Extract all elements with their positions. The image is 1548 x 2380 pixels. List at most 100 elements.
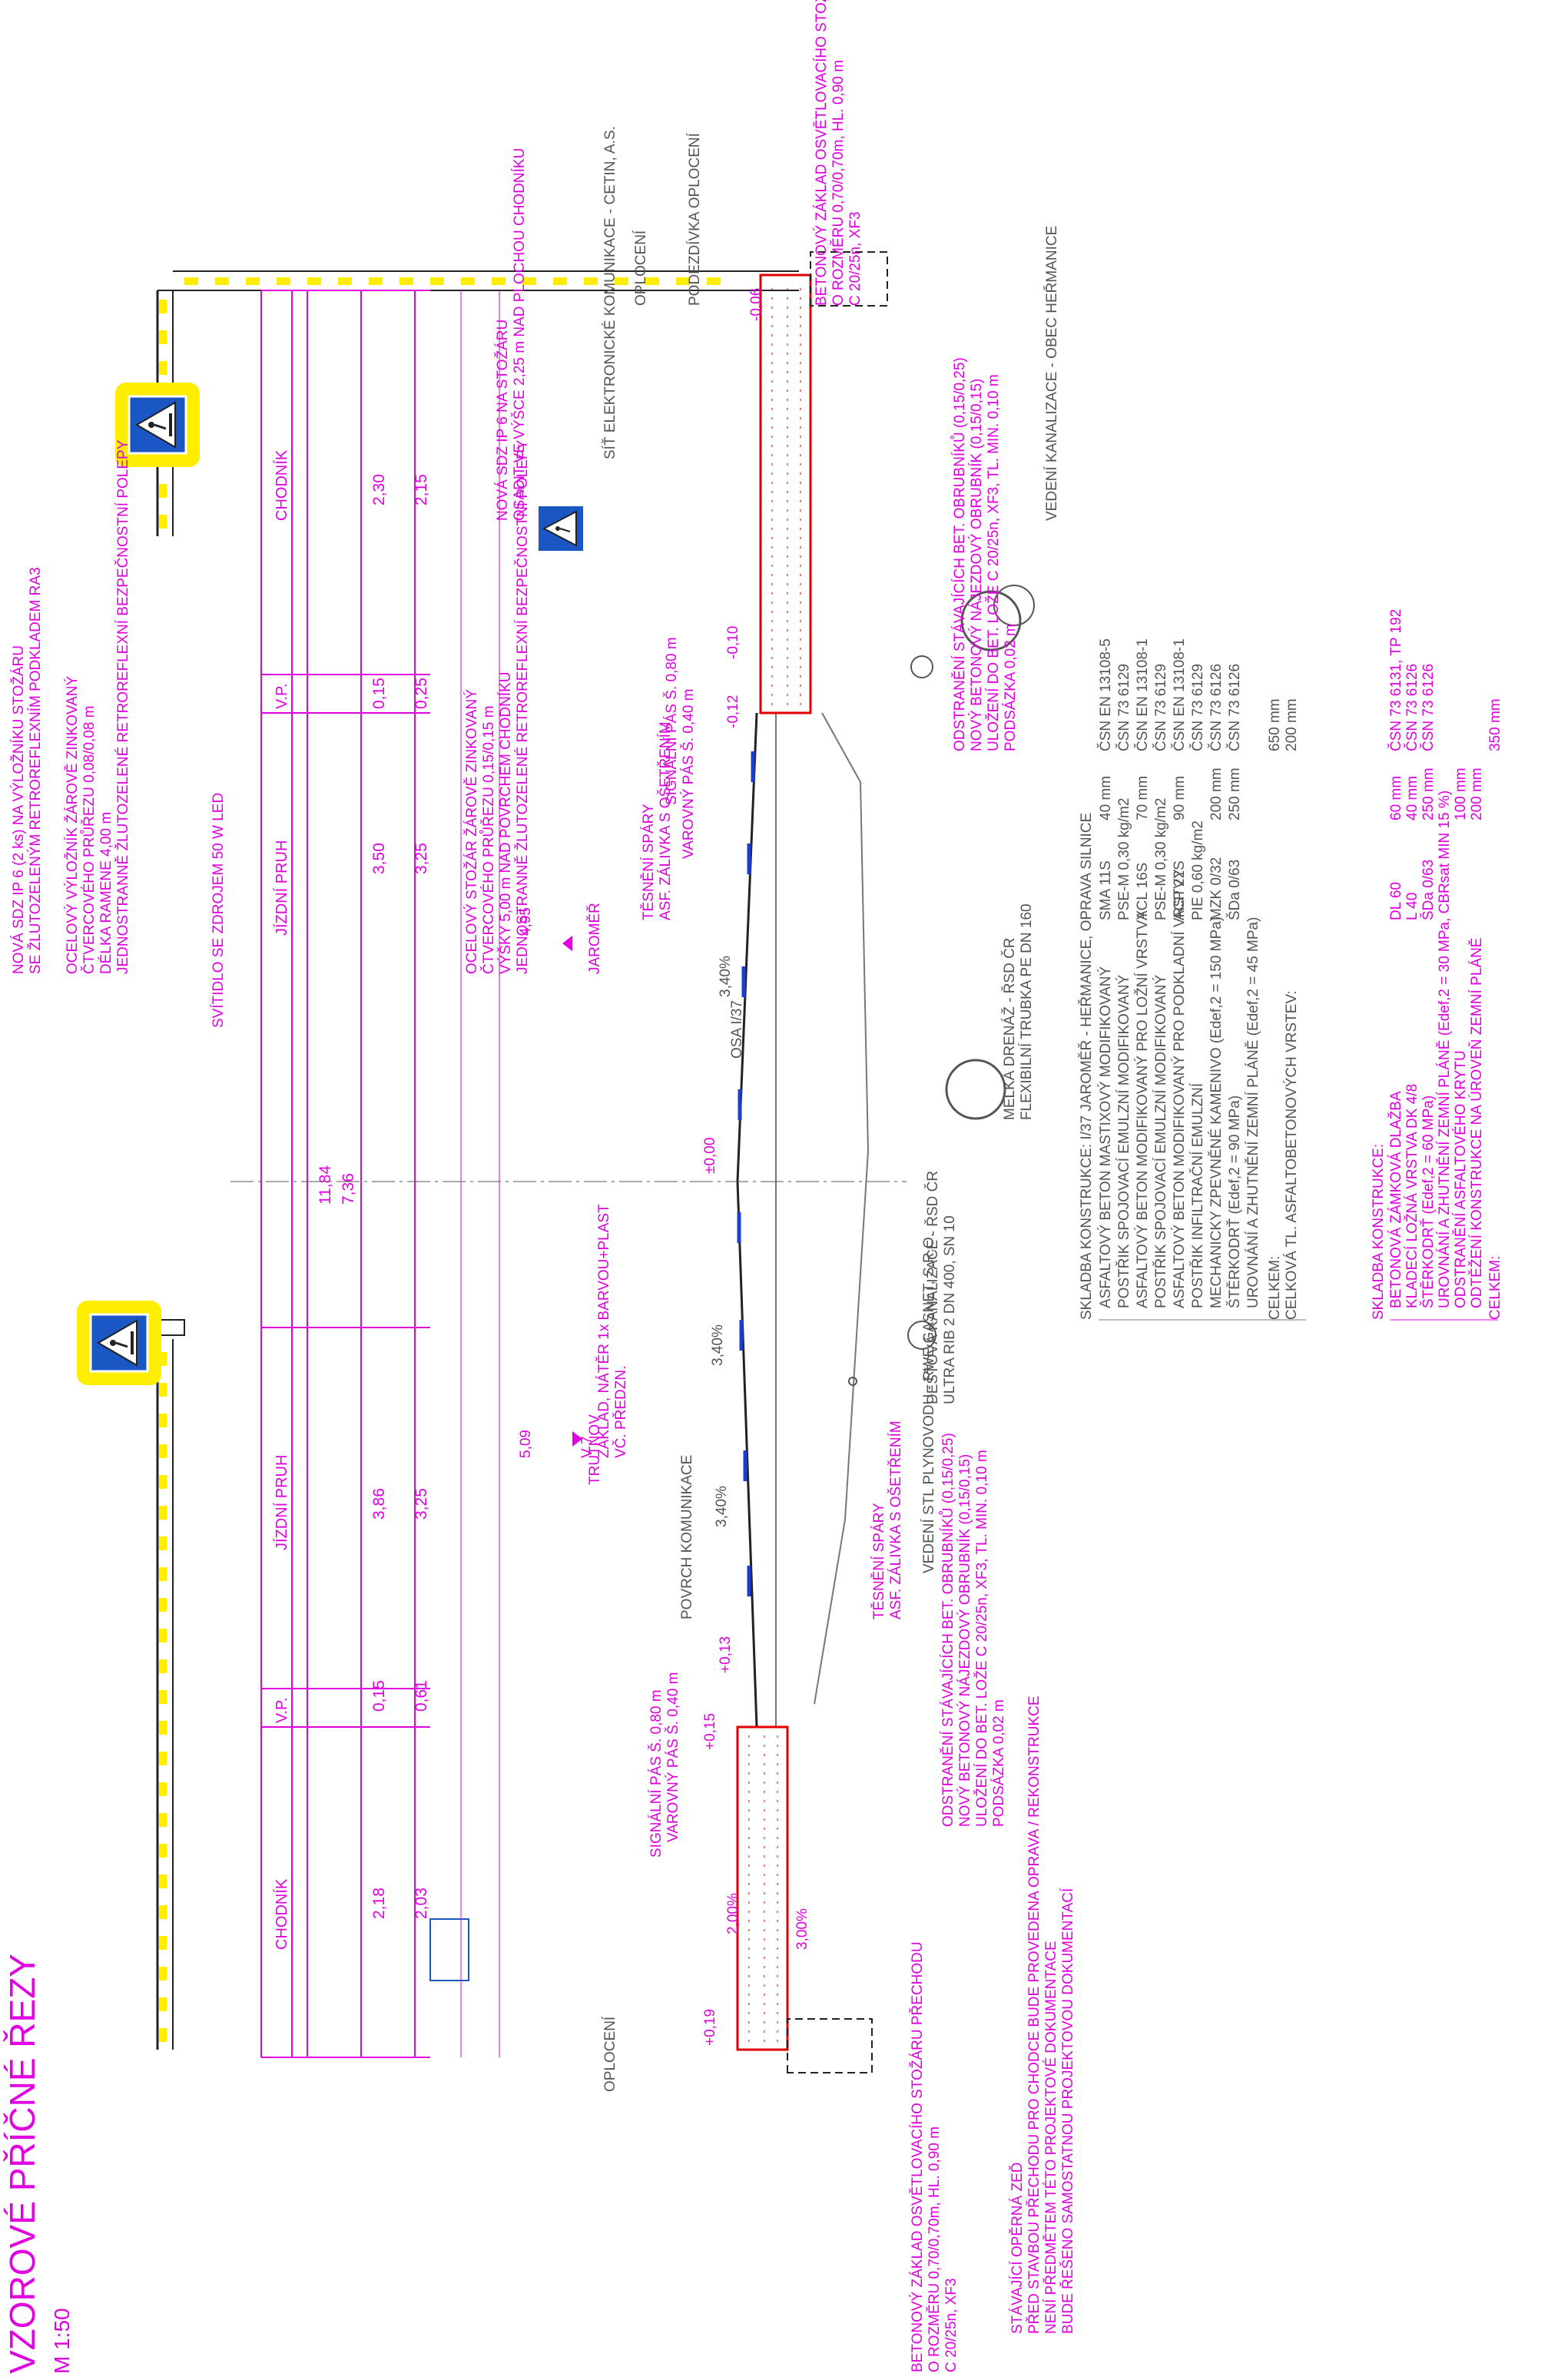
note-wall-1: STÁVAJÍCÍ OPĚRNÁ ZEĎ [1009,2163,1026,2334]
pedestrian-crossing-sign-icon [115,383,200,467]
drawing-title: VZOROVÉ PŘÍČNÉ ŘEZY [2,1954,42,2374]
road-total-label: CELKEM: [1267,1256,1283,1320]
level-axis: ±0,00 [702,1138,718,1174]
note-foundation-left-3: C 20/25n, XF3 [943,2278,960,2372]
axis-label: OSA I/37 [729,1000,745,1059]
road-asphalt-label: CELKOVÁ TL. ASFALTOBETONOVÝCH VRSTEV: [1284,990,1300,1320]
dim-vp-right-inner: 0,25 [413,678,430,709]
road-row-code: PSE-M 0,30 kg/m2 [1153,798,1169,920]
note-mast-1: OCELOVÝ STOŽÁR ŽÁROVĚ ZINKOVANÝ [463,689,480,974]
band-label-chodnik-left: CHODNÍK [273,1878,290,1950]
note-drain-2: FLEXIBILNÍ TRUBKA PE DN 160 [1019,903,1035,1120]
note-arm-4: JEDNOSTRANNĚ ŽLUTOZELENÉ RETROREFLEXNÍ B… [114,439,131,974]
walk-total-label: CELKEM: [1487,1256,1503,1320]
road-row-code: SMA 11S [1098,860,1114,920]
note-gas: VEDENÍ STL PLYNOVODU - RWE GASNET, S.R.O… [921,1233,937,1573]
note-marking-2: ZÁKLAD, NÁTĚR 1x BARVOU+PLAST [595,1204,612,1458]
utility-pipes [848,585,1035,1386]
walk-row-thickness: 250 mm [1420,767,1437,820]
level-right-kerb: -0,10 [725,626,741,659]
note-signal-left: SIGNÁLNÍ PÁS Š. 0,80 m [648,1689,665,1858]
note-foundation-right-1: BETONOVÝ ZÁKLAD OSVĚTLOVACÍHO STOŽÁRU PŘ… [813,0,830,306]
note-kerb-right-2: NOVÝ BETONOVÝ NÁJEZDOVÝ OBRUBNÍK (0,15/0… [969,379,985,751]
dimension-band [260,290,500,2058]
note-surface: POVRCH KOMUNIKACE [679,1455,695,1619]
road-row-norm: ČSN EN 13108-5 [1097,638,1114,751]
road-structure-table: SKLADBA KONSTRUKCE: I/37 JAROMĚŘ - HEŘMA… [1078,638,1306,1321]
road-row-name: ASFALTOVÝ BETON MODIFIKOVANÝ PRO PODKLAD… [1172,869,1188,1308]
note-sign-left-1: NOVÁ SDZ IP 6 (2 ks) NA VÝLOŽNÍKU STOŽÁR… [10,645,27,974]
note-arm-3: DÉLKA RAMENE 4,00 m [98,812,114,974]
road-row-name: POSTŘIK SPOJOVACÍ EMULZNÍ MODIFIKOVANÝ [1152,974,1169,1308]
dim-vp-left: 0,15 [370,1680,388,1712]
direction-left: TRUTNOV [587,1414,603,1485]
road-row-norm: ČSN 73 6129 [1152,664,1169,751]
note-drain-1: MĚLKÁ DRENÁŽ - ŘSD ČR [1001,937,1018,1120]
walk-row-thickness: 200 mm [1469,767,1485,820]
walk-row-thickness: 40 mm [1404,776,1420,820]
note-marking-1: V 7 [579,1436,595,1458]
left-sidewalk-structure [736,1725,873,2073]
note-foundation-right-2: O ROZMĚRU 0,70/0,70m, HL. 0,90 m [830,60,847,306]
road-row-norm: ČSN 73 6126 [1208,664,1225,751]
walk-row-norm: ČSN 73 6126 [1404,664,1420,751]
road-total-value: 650 mm [1267,698,1283,751]
walk-structure-title: SKLADBA KONSTRUKCE: [1371,1144,1387,1320]
road-asphalt-value: 200 mm [1284,698,1300,751]
band-label-vp-left: V.P. [273,1698,290,1723]
road-row-norm: ČSN 73 6129 [1189,664,1206,751]
walk-row-norm: ČSN 73 6131, TP 192 [1387,609,1404,751]
level-left-kerb: +0,15 [702,1713,718,1750]
note-signal-right: SIGNÁLNÍ PÁS Š. 0,80 m [663,637,680,805]
road-row-norm: ČSN 73 6129 [1115,664,1132,751]
walk-row-thickness: 60 mm [1388,776,1404,820]
height-left: 5,09 [518,1430,534,1458]
walk-row-name: KLADECÍ LOŽNÁ VRSTVA DK 4/8 [1404,1084,1420,1308]
road-row-thickness: 200 mm [1208,767,1225,820]
note-foundation-right-3: C 20/25n, XF3 [847,211,863,306]
note-sewer-village: VEDENÍ KANALIZACE - OBEC HEŘMANICE [1043,226,1060,521]
road-row-thickness: 90 mm [1172,776,1188,820]
road-row-name: UROVNÁNÍ A ZHUTNĚNÍ ZEMNÍ PLÁNĚ (Edef,2 … [1245,917,1261,1308]
note-kerb-left-2: NOVÝ BETONOVÝ NÁJEZDOVÝ OBRUBNÍK (0,15/0… [957,1454,973,1827]
note-sign-right-1: NOVÁ SDZ IP 6 NA STOŽÁRU [494,320,511,521]
dim-total-width: 11,84 [317,1165,334,1205]
note-kerb-right-4: PODSÁZKA 0,02 m [1003,624,1019,751]
walk-row-name: BETONOVÁ ZÁMKOVÁ DLAŽBA [1387,1091,1404,1308]
walk-row-name: ODTĚŽENÍ KONSTRUKCE NA ÚROVEŇ ZEMNÍ PLÁN… [1468,938,1485,1308]
dim-roadway-width: 7,36 [340,1173,357,1205]
note-foundation-left-1: BETONOVÝ ZÁKLAD OSVĚTLOVACÍHO STOŽÁRU PŘ… [909,1941,926,2372]
road-row-name: ŠTĚRKODRŤ (Edef,2 = 90 MPa) [1226,1096,1243,1308]
dim-lane-left: 3,86 [370,1488,388,1520]
walk-row-name: UROVNÁNÍ A ZHUTNĚNÍ ZEMNÍ PLÁNĚ (Edef,2 … [1436,791,1453,1308]
direction-right: JAROMĚŘ [586,903,603,974]
dim-chodnik-right: 2,30 [370,474,388,506]
road-row-name: MECHANICKY ZPEVNĚNÉ KAMENIVO (Edef,2 = 1… [1208,917,1225,1308]
dim-vp-left-inner: 0,61 [413,1680,430,1712]
note-wall-4: BUDE ŘEŠENO SAMOSTATNOU PROJEKTOVOU DOKU… [1059,1888,1076,2334]
note-kerb-right-1: ODSTRANĚNÍ STÁVAJÍCÍCH BET. OBRUBNÍKŮ (0… [951,357,968,751]
note-wall-2: PŘED STAVBOU PŘECHODU PRO CHODCE BUDE PR… [1026,1696,1042,2334]
note-kerb-right-3: ULOŽENÍ DO BET. LOŽE C 20/25n, XF3, TL. … [985,374,1002,751]
road-row-code: ŠDa 0/63 [1226,860,1243,920]
note-mast-4: JEDNOSTRANNĚ ŽLUTOZELENÉ RETROREFLEXNÍ B… [514,439,531,974]
road-row-name: POSTŘIK SPOJOVACÍ EMULZNÍ MODIFIKOVANÝ [1115,974,1132,1308]
band-label-lane-right: JÍZDNÍ PRUH [273,840,290,936]
note-fence-base: PODEZDÍVKA OPLOCENÍ [687,132,703,306]
road-row-thickness: 40 mm [1098,776,1114,820]
slope-left-walk: 2,00% [725,1893,741,1934]
road-surface [736,712,870,1728]
note-kerb-left-3: ULOŽENÍ DO BET. LOŽE C 20/25n, XF3, TL. … [973,1450,990,1827]
note-seal-right-1: TĚSNĚNÍ SPÁRY [640,804,657,920]
dim-chodnik-left-inner: 2,03 [413,1888,430,1919]
dim-lane-left-inner: 3,25 [413,1488,430,1520]
note-kerb-left-1: ODSTRANĚNÍ STÁVAJÍCÍCH BET. OBRUBNÍKŮ (0… [940,1433,956,1827]
slope-road-left-1: 3,40% [714,1486,730,1527]
road-row-thickness: 70 mm [1135,776,1151,820]
note-storm-1: DEŠŤOVÁ KANALIZACE - ŘSD ČR [924,1171,941,1404]
slope-road-right: 3,40% [718,956,734,997]
note-arm-2: ČTVERCOVÉHO PRŮŘEZU 0,08/0,08 m [81,706,98,974]
walk-row-name: ŠTĚRKODRŤ (Edef,2 = 60 MPa) [1420,1096,1437,1308]
